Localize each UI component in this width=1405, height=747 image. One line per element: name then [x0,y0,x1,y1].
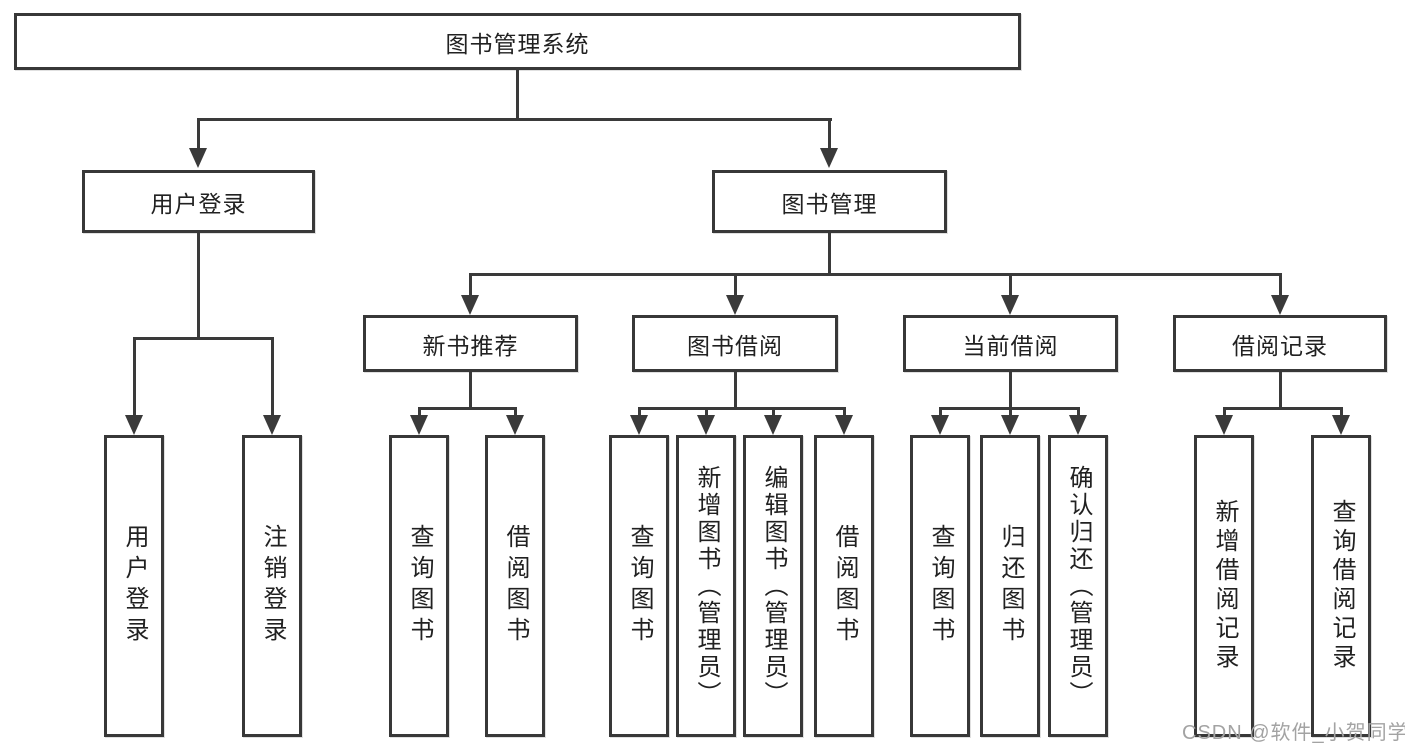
connector-drop-b2 [514,407,517,419]
leaf-query-borrow-record-label: 查询借阅记录 [1328,499,1355,673]
node-book-borrow: 图书借阅 [632,315,838,372]
connector-login-stub [197,233,200,340]
node-root-label: 图书管理系统 [445,30,590,57]
leaf-logout: 注销登录 [242,435,302,737]
connector-drop-e2 [1340,407,1343,419]
connector-drop-d1 [939,407,942,419]
leaf-query-books-current: 查询图书 [910,435,970,737]
arrowhead-d1 [931,415,949,435]
leaf-add-borrow-record-label: 新增借阅记录 [1211,499,1238,673]
node-book-management: 图书管理 [712,170,947,233]
csdn-watermark: CSDN @软件_小贺同学 [1182,722,1405,744]
connector-drop-d3 [1077,407,1080,419]
connector-drop-borrow-records [1279,273,1282,299]
arrowhead-b2 [506,415,524,435]
connector-drop-c2 [705,407,708,419]
node-book-management-label: 图书管理 [781,190,878,217]
arrowhead-book-borrow [726,295,744,315]
arrowhead-e2 [1332,415,1350,435]
node-borrow-records-label: 借阅记录 [1232,332,1328,359]
arrowhead-b1 [410,415,428,435]
connector-drop-book-borrow [734,273,737,299]
leaf-query-books-current-label: 查询图书 [927,524,954,648]
node-root: 图书管理系统 [14,13,1021,70]
connector-root-stub [516,68,519,120]
arrowhead-e1 [1215,415,1233,435]
leaf-query-books-recommend-label: 查询图书 [406,524,433,648]
connector-drop-b1 [418,407,421,419]
connector-borrowrecords-bus [1223,407,1343,410]
arrowhead-d2 [1001,415,1019,435]
arrowhead-leaf-user-login [125,415,143,435]
connector-login-bus [133,337,274,340]
arrowhead-c1 [630,415,648,435]
arrowhead-current-borrow [1001,295,1019,315]
connector-drop-leaf-user-login [133,337,136,417]
arrowhead-login [189,148,207,168]
connector-mgmt-stub [828,233,831,276]
connector-bookborrow-stub [734,372,737,410]
leaf-return-books-label: 归还图书 [997,524,1024,648]
connector-drop-leaf-logout [271,337,274,417]
leaf-query-books-borrow-label: 查询图书 [626,524,653,648]
arrowhead-d3 [1069,415,1087,435]
arrowhead-c4 [835,415,853,435]
connector-root-bus [197,118,832,121]
node-user-login-label: 用户登录 [150,190,247,217]
connector-drop-current-borrow [1009,273,1012,299]
arrowhead-c3 [764,415,782,435]
leaf-query-borrow-record: 查询借阅记录 [1311,435,1371,737]
leaf-user-login: 用户登录 [104,435,164,737]
leaf-add-book-admin: 新增图书（管理员） [676,435,736,737]
connector-drop-d2 [1009,407,1012,419]
connector-borrowrecords-stub [1279,372,1282,410]
connector-drop-e1 [1223,407,1226,419]
connector-drop-c4 [843,407,846,419]
leaf-edit-book-admin: 编辑图书（管理员） [743,435,803,737]
leaf-logout-label: 注销登录 [259,524,286,648]
leaf-borrow-books-recommend: 借阅图书 [485,435,545,737]
node-user-login: 用户登录 [82,170,315,233]
leaf-borrow-books-2-label: 借阅图书 [831,524,858,648]
node-current-borrow-label: 当前借阅 [962,332,1059,359]
leaf-edit-book-admin-label: 编辑图书（管理员） [760,464,787,708]
node-current-borrow: 当前借阅 [903,315,1118,372]
leaf-return-books: 归还图书 [980,435,1040,737]
connector-newbook-stub [469,372,472,410]
connector-drop-login [197,118,200,152]
node-book-borrow-label: 图书借阅 [687,332,783,359]
leaf-confirm-return-admin: 确认归还（管理员） [1048,435,1108,737]
leaf-add-book-admin-label: 新增图书（管理员） [693,464,720,708]
connector-newbook-bus [418,407,517,410]
leaf-user-login-label: 用户登录 [121,524,148,648]
connector-drop-mgmt [828,118,831,152]
connector-drop-new-book [469,273,472,299]
arrowhead-new-book [461,295,479,315]
leaf-borrow-books-recommend-label: 借阅图书 [502,524,529,648]
node-new-book-recommend-label: 新书推荐 [422,332,519,359]
connector-bookborrow-bus [638,407,846,410]
arrowhead-c2 [697,415,715,435]
arrowhead-leaf-logout [263,415,281,435]
leaf-add-borrow-record: 新增借阅记录 [1194,435,1254,737]
node-new-book-recommend: 新书推荐 [363,315,578,372]
connector-mgmt-bus [469,273,1281,276]
arrowhead-mgmt [820,148,838,168]
leaf-query-books-recommend: 查询图书 [389,435,449,737]
leaf-confirm-return-admin-label: 确认归还（管理员） [1065,464,1092,708]
connector-currentborrow-stub [1009,372,1012,410]
connector-drop-c3 [772,407,775,419]
leaf-query-books-borrow: 查询图书 [609,435,669,737]
node-borrow-records: 借阅记录 [1173,315,1387,372]
connector-drop-c1 [638,407,641,419]
arrowhead-borrow-records [1271,295,1289,315]
leaf-borrow-books-2: 借阅图书 [814,435,874,737]
